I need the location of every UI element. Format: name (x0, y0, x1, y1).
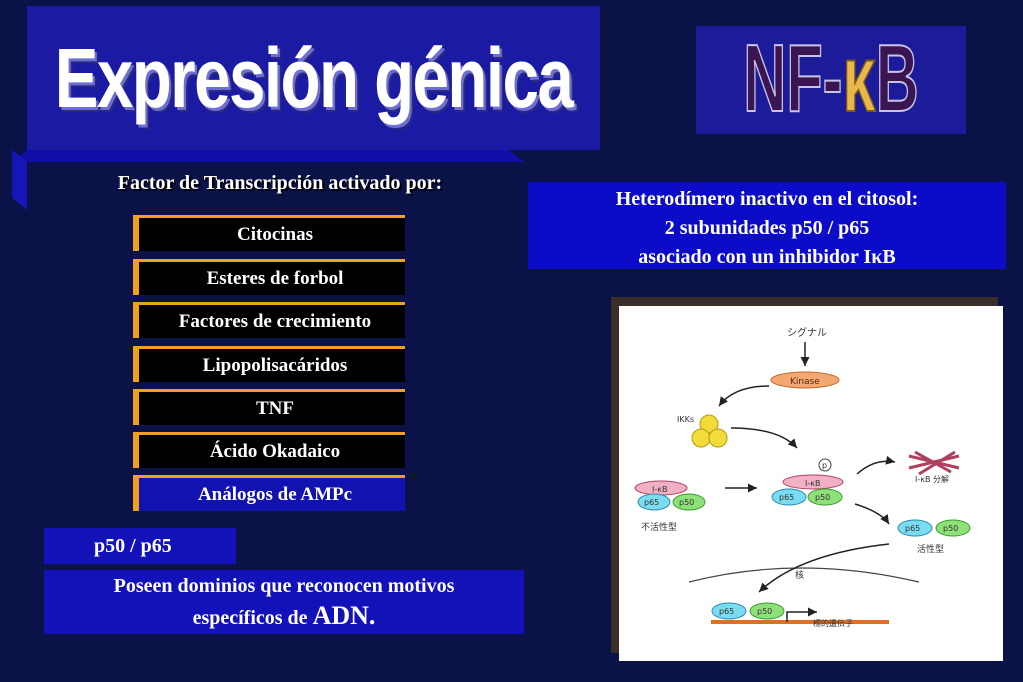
degradation-arrow (856, 455, 896, 475)
title-base-bar (12, 150, 524, 162)
activator-item: Citocinas (133, 215, 405, 251)
dominios-line-2: específicos de ADN. (44, 601, 524, 633)
ikb-shape (782, 474, 844, 490)
nfkb-suffix: B (875, 24, 919, 133)
heterodimer-line-2: 2 subunidades p50 / p65 (664, 217, 870, 239)
phospho-circle (818, 458, 832, 472)
active-label: 活性型 (917, 543, 944, 555)
p65-label: p65 (779, 493, 794, 502)
kinase-shape (770, 371, 840, 389)
nfkb-prefix: NF- (743, 24, 843, 133)
p50-shape (672, 493, 706, 511)
adn-text: ADN. (312, 601, 376, 630)
target-gene-label: 標的遺伝子 (813, 618, 853, 628)
kinase-arrow (718, 385, 770, 407)
ikks-label: IKKs (677, 415, 694, 424)
p50-label: p50 (679, 498, 694, 507)
ikk-ball (691, 428, 711, 448)
inactive-label: 不活性型 (641, 521, 677, 533)
nfkb-kappa: κ (842, 24, 876, 133)
p50-shape (935, 519, 971, 537)
activation-arrow (854, 503, 890, 525)
p65-label: p65 (719, 607, 734, 616)
degradation-label: I-κB 分解 (915, 474, 949, 484)
kinase-label: Kinase (790, 377, 820, 387)
p50-shape (807, 488, 843, 506)
p65-label: p65 (905, 524, 920, 533)
nuclear-import-arrow (758, 543, 890, 593)
p50-label: p50 (815, 493, 830, 502)
p65-label: p65 (644, 498, 659, 507)
p50-p65-label: p50 / p65 (94, 534, 172, 557)
activator-item: Análogos de AMPc (133, 475, 405, 511)
activator-item: TNF (133, 389, 405, 425)
page-title: Expresión génica (54, 30, 574, 125)
title-panel (27, 6, 600, 150)
p65-shape (711, 602, 747, 620)
signal-label: シグナル (787, 326, 827, 339)
dominios-line-2-text: específicos de (192, 607, 308, 629)
transcription-arrow (786, 607, 817, 622)
ikb-label: I-κB (652, 485, 667, 494)
p50-p65-label-box: p50 / p65 (44, 528, 236, 564)
factor-heading: Factor de Transcripción activado por: (117, 172, 443, 194)
heterodimer-line-3: asociado con un inhibidor IκB (638, 246, 896, 268)
activator-item: Factores de crecimiento (133, 302, 405, 338)
heterodimer-line-1: Heterodímero inactivo en el citosol: (615, 188, 919, 210)
dominios-box: Poseen dominios que reconocen motivos es… (44, 570, 524, 634)
p65-shape (771, 488, 807, 506)
p50-label: p50 (943, 524, 958, 533)
phospho-label: p (822, 461, 827, 470)
nfkb-panel (696, 26, 966, 134)
ikk-ball (708, 428, 728, 448)
activator-item: Ácido Okadaico (133, 432, 405, 468)
p50-shape (749, 602, 785, 620)
ikb-label: I-κB (805, 479, 820, 488)
nucleus-label: 核 (795, 569, 804, 581)
nuclear-membrane (688, 567, 920, 583)
heterodimer-box: Heterodímero inactivo en el citosol: 2 s… (528, 182, 1006, 269)
title-side-bevel (12, 150, 27, 210)
dominios-line-1: Poseen dominios que reconocen motivos (113, 575, 455, 597)
p65-shape (637, 493, 671, 511)
nfkb-pathway-diagram: シグナル Kinase IKKs I-κB p65 p50 不活性型 p I-κ… (619, 306, 1003, 661)
p65-shape (897, 519, 933, 537)
activator-item: Lipopolisacáridos (133, 346, 405, 382)
degraded-ikb (908, 450, 960, 476)
pathway-svg: シグナル Kinase IKKs I-κB p65 p50 不活性型 p I-κ… (634, 326, 971, 628)
activator-item: Esteres de forbol (133, 259, 405, 295)
p50-label: p50 (757, 607, 772, 616)
ikk-arrow (730, 427, 798, 449)
